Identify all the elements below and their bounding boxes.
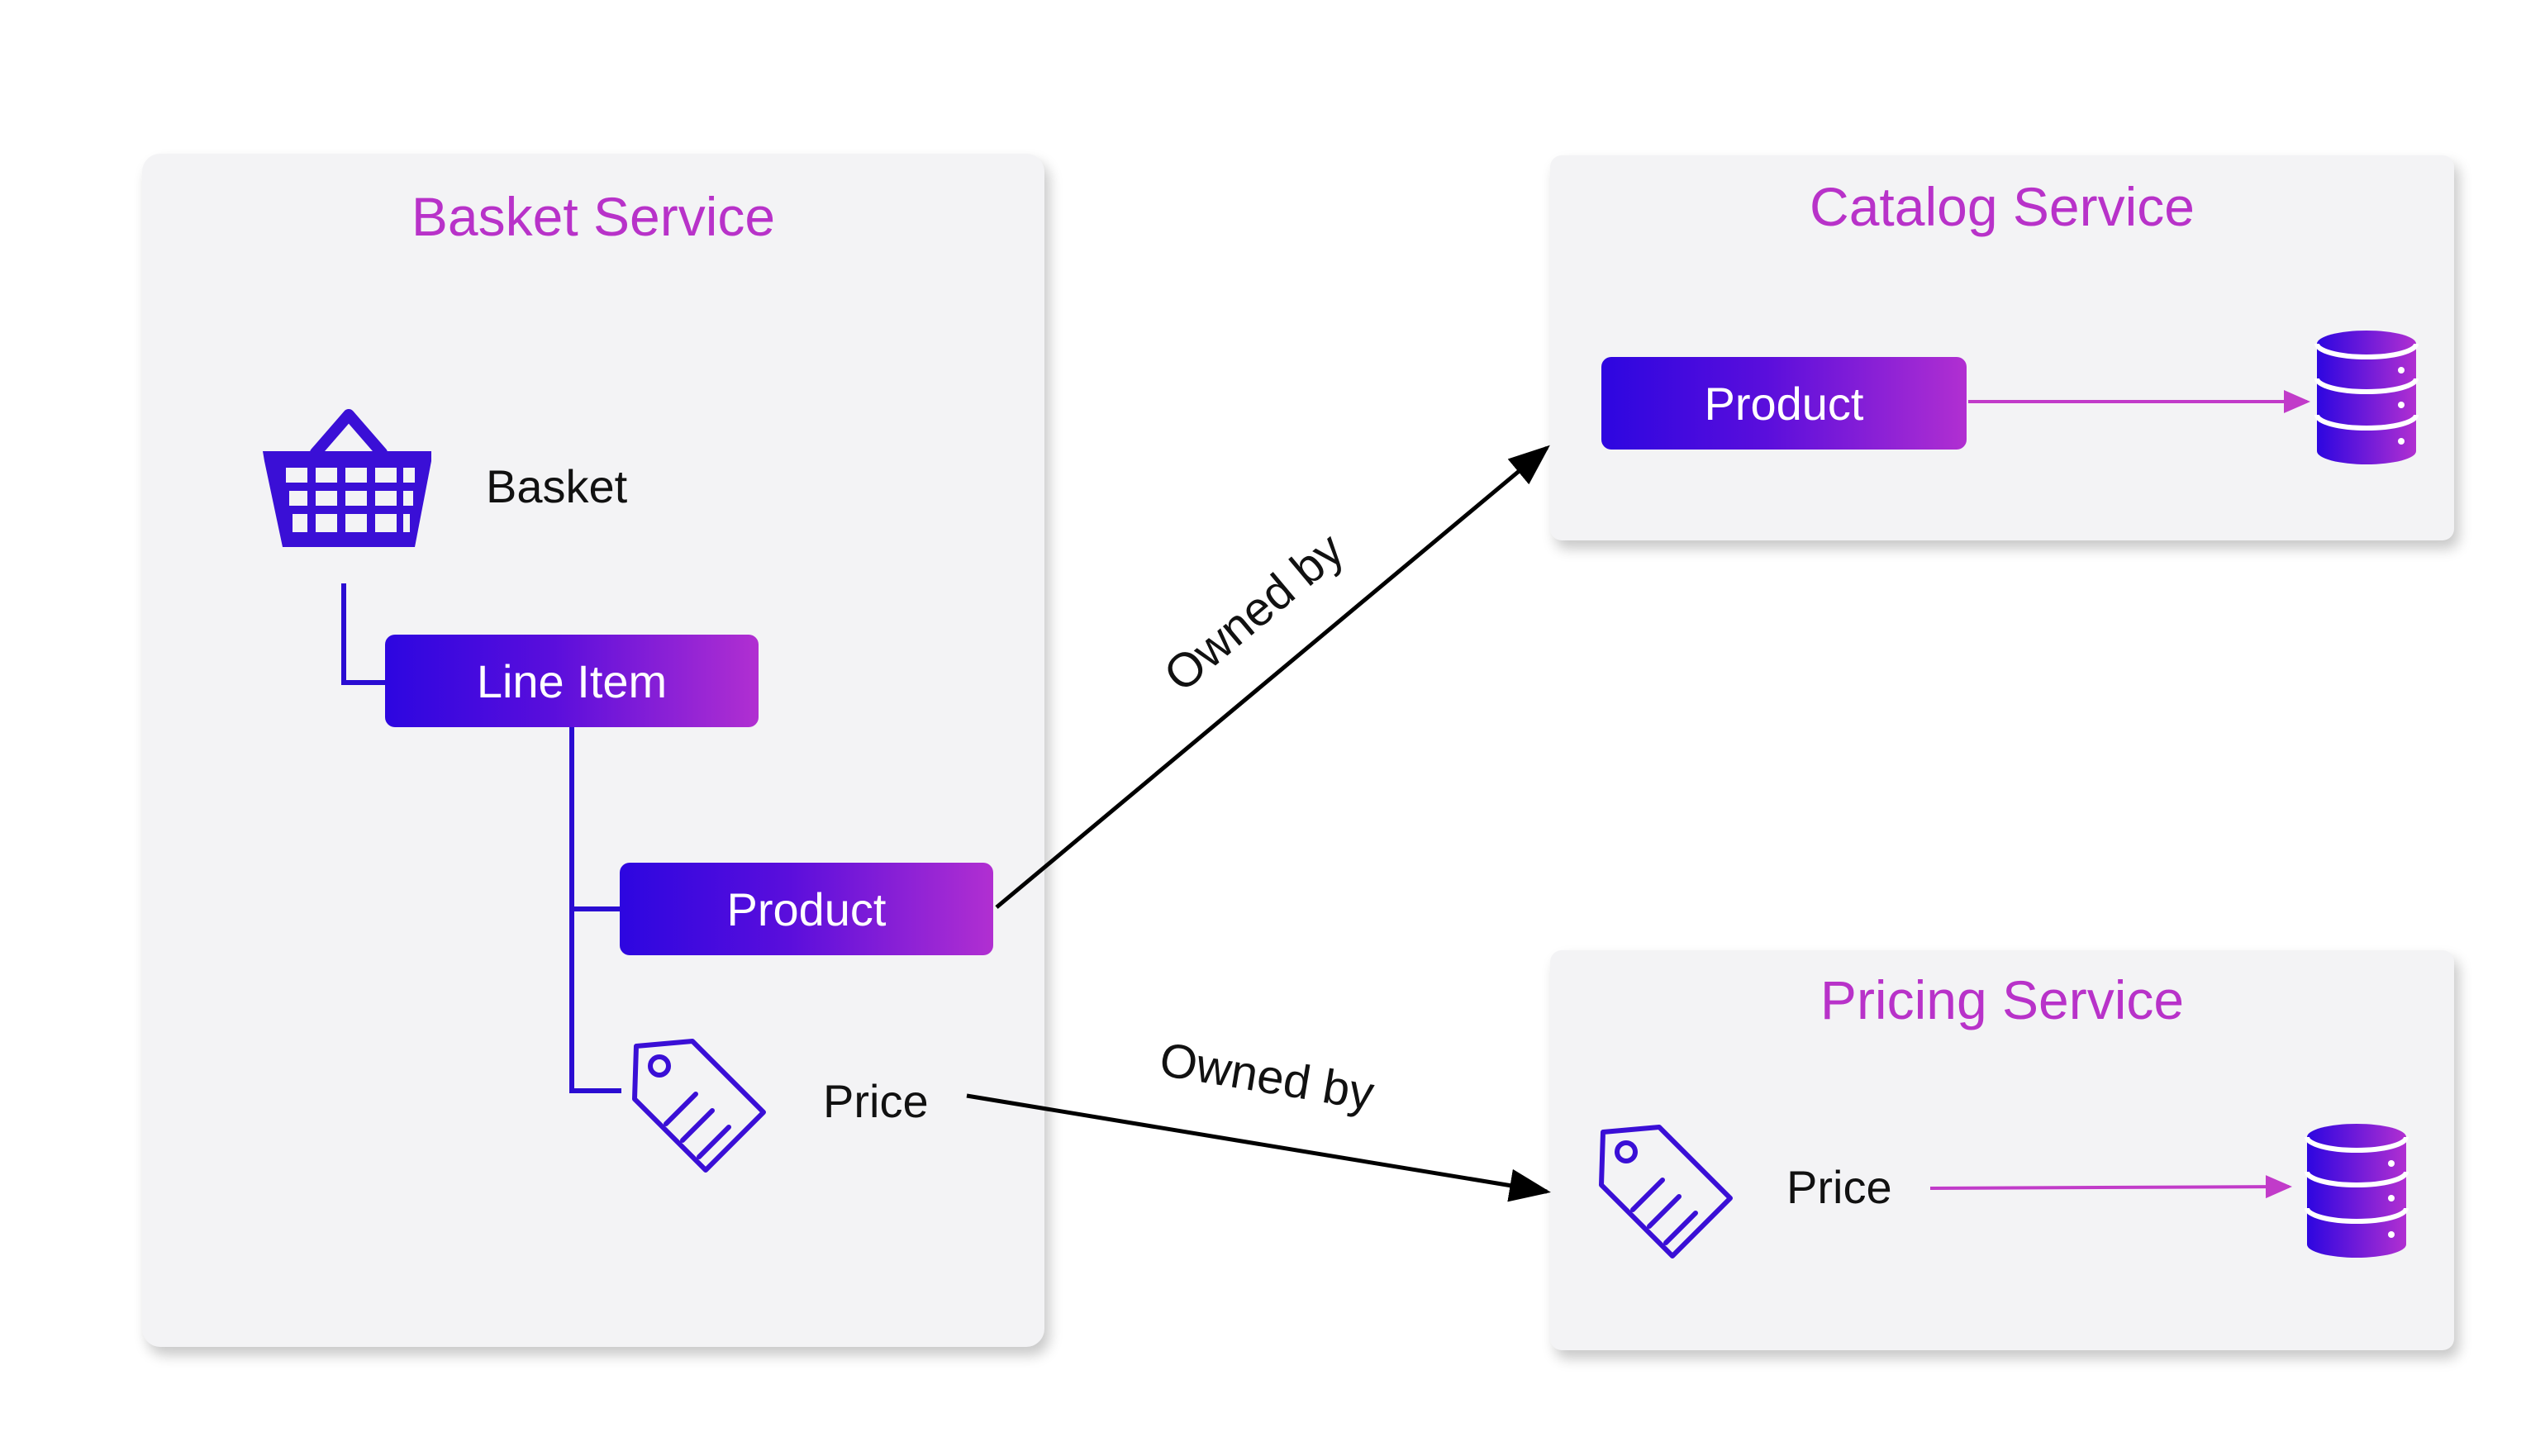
basket-icon — [263, 409, 431, 547]
basket-product-pill: Product — [620, 863, 993, 955]
price-tag-icon — [1599, 1125, 1733, 1259]
catalog-service-panel: Catalog Service — [1550, 155, 2454, 540]
database-icon — [2305, 1124, 2409, 1258]
basket-label: Basket — [486, 460, 628, 512]
price-ownership-arrow — [966, 1093, 1551, 1202]
lineitem-tree-connector — [569, 721, 621, 1093]
pricing-service-title: Pricing Service — [1820, 969, 2185, 1030]
product-owned-by-label: Owned by — [1154, 522, 1354, 702]
database-icon — [2314, 331, 2419, 464]
price-owned-by-label: Owned by — [1156, 1032, 1377, 1121]
basket-price-label: Price — [823, 1075, 929, 1127]
pricing-service-panel: Pricing Service — [1550, 950, 2454, 1350]
catalog-product-pill: Product — [1601, 357, 1967, 450]
catalog-service-title: Catalog Service — [1810, 176, 2195, 237]
basket-to-lineitem-connector — [341, 583, 388, 685]
product-ownership-arrow — [995, 445, 1550, 909]
price-tag-icon — [632, 1039, 766, 1173]
pricing-price-storage-arrow — [1929, 1175, 2292, 1199]
basket-service-title: Basket Service — [411, 186, 776, 247]
basket-service-panel: Basket Service — [142, 154, 1044, 1347]
pricing-price-label: Price — [1786, 1161, 1892, 1213]
line-item-pill: Line Item — [385, 635, 759, 727]
